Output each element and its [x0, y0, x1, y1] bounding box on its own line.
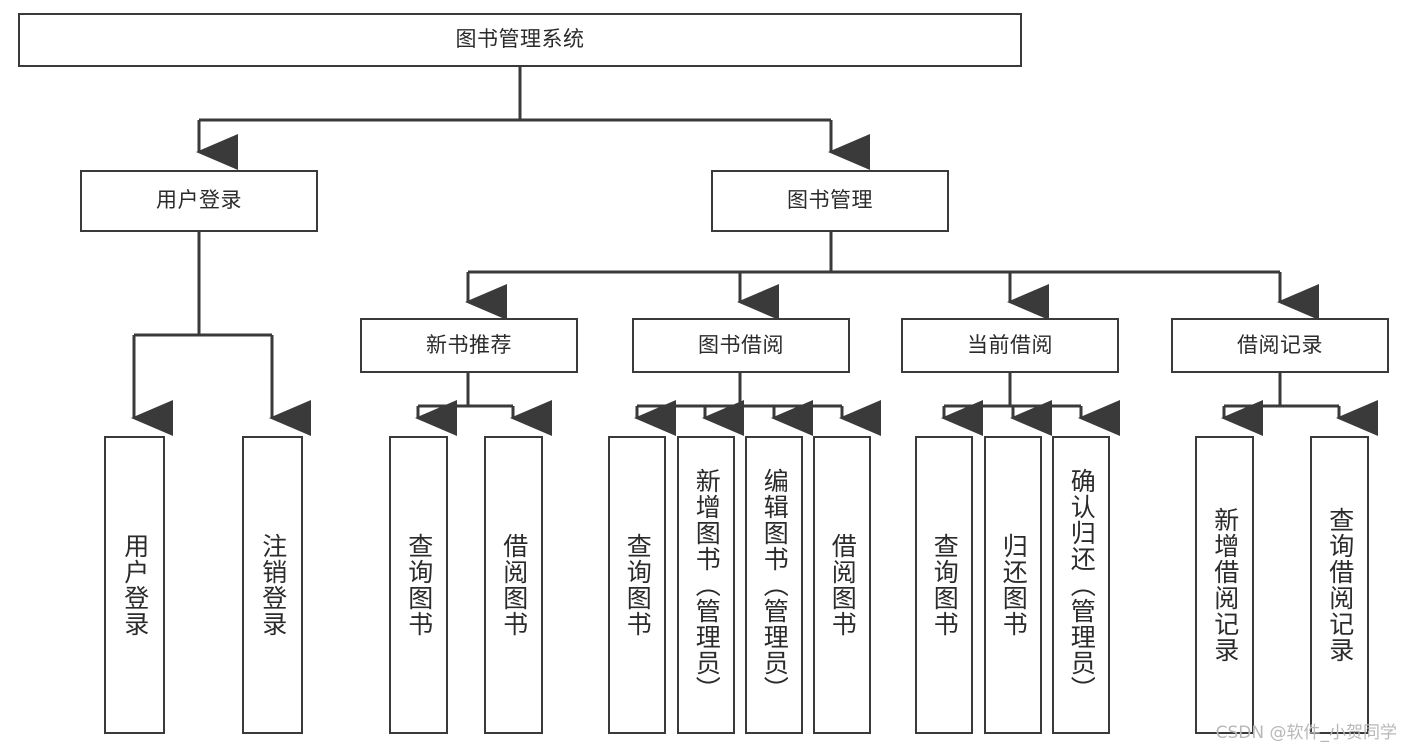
node-leaf-add-book-admin[interactable]: 新增图书（管理员）: [677, 436, 735, 734]
node-leaf-logout[interactable]: 注销登录: [242, 436, 303, 734]
node-root-label: 图书管理系统: [455, 27, 585, 52]
node-borrow-record[interactable]: 借阅记录: [1171, 318, 1389, 373]
node-book-borrow[interactable]: 图书借阅: [632, 318, 850, 373]
node-leaf-borrow-book-1-label: 借阅图书: [499, 533, 529, 637]
node-leaf-query-book-2-label: 查询图书: [623, 533, 653, 637]
node-user-login-label: 用户登录: [156, 188, 242, 213]
node-leaf-confirm-return-admin-label: 确认归还（管理员）: [1067, 468, 1097, 702]
node-leaf-borrow-book-1[interactable]: 借阅图书: [484, 436, 543, 734]
node-book-manage[interactable]: 图书管理: [711, 170, 949, 232]
node-leaf-edit-book-admin[interactable]: 编辑图书（管理员）: [745, 436, 803, 734]
node-leaf-query-book-3-label: 查询图书: [930, 533, 960, 637]
node-book-manage-label: 图书管理: [787, 188, 873, 213]
node-leaf-query-borrow-record[interactable]: 查询借阅记录: [1310, 436, 1369, 734]
node-new-book-recommend[interactable]: 新书推荐: [360, 318, 578, 373]
node-leaf-confirm-return-admin[interactable]: 确认归还（管理员）: [1052, 436, 1110, 734]
node-leaf-query-book-1[interactable]: 查询图书: [389, 436, 448, 734]
node-user-login[interactable]: 用户登录: [80, 170, 318, 232]
node-book-borrow-label: 图书借阅: [698, 332, 784, 357]
node-leaf-user-login[interactable]: 用户登录: [104, 436, 165, 734]
node-leaf-query-book-2[interactable]: 查询图书: [608, 436, 666, 734]
node-leaf-query-book-3[interactable]: 查询图书: [915, 436, 973, 734]
node-current-borrow[interactable]: 当前借阅: [901, 318, 1119, 373]
watermark: CSDN @软件_小贺同学: [1215, 723, 1397, 743]
node-leaf-query-borrow-record-label: 查询借阅记录: [1325, 507, 1355, 663]
node-current-borrow-label: 当前借阅: [967, 332, 1053, 357]
node-leaf-add-borrow-record[interactable]: 新增借阅记录: [1195, 436, 1254, 734]
node-leaf-borrow-book-2[interactable]: 借阅图书: [813, 436, 871, 734]
node-leaf-return-book-label: 归还图书: [999, 533, 1029, 637]
node-leaf-add-book-admin-label: 新增图书（管理员）: [692, 468, 722, 702]
node-leaf-user-login-label: 用户登录: [120, 533, 150, 637]
node-leaf-logout-label: 注销登录: [258, 533, 288, 637]
node-root[interactable]: 图书管理系统: [18, 13, 1022, 67]
node-leaf-add-borrow-record-label: 新增借阅记录: [1210, 507, 1240, 663]
node-borrow-record-label: 借阅记录: [1237, 332, 1323, 357]
node-leaf-edit-book-admin-label: 编辑图书（管理员）: [760, 468, 790, 702]
node-leaf-borrow-book-2-label: 借阅图书: [828, 533, 858, 637]
node-new-book-recommend-label: 新书推荐: [426, 332, 512, 357]
node-leaf-query-book-1-label: 查询图书: [404, 533, 434, 637]
node-leaf-return-book[interactable]: 归还图书: [984, 436, 1042, 734]
